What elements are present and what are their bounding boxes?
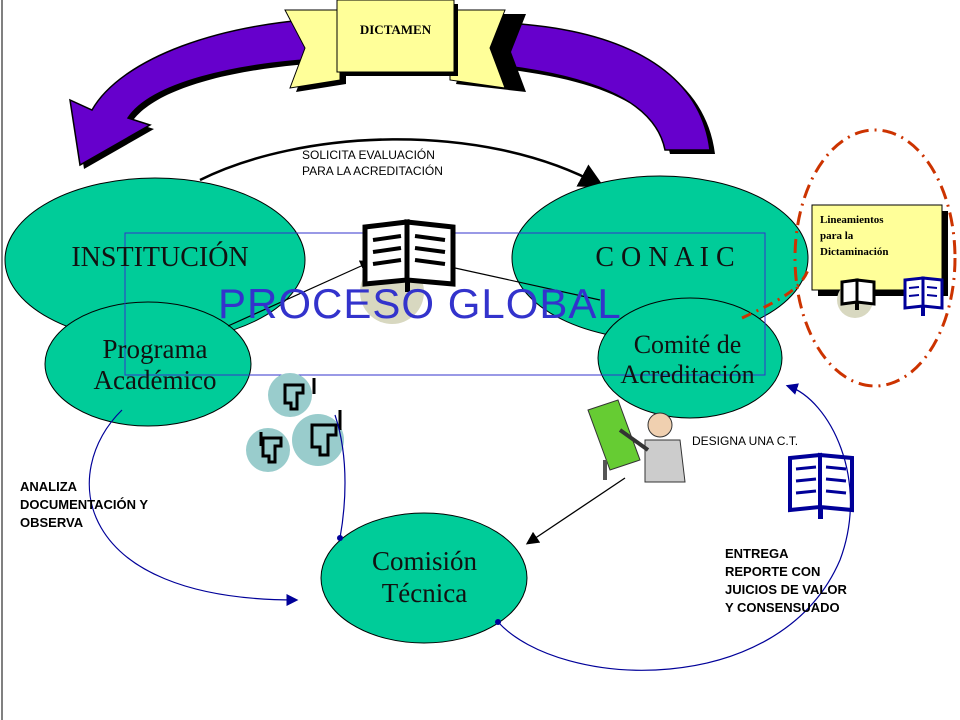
institucion-label: INSTITUCIÓN [71, 241, 249, 273]
programa-ellipse [44, 301, 252, 427]
lineamientos-document [811, 204, 948, 296]
report-book-icon [788, 452, 854, 519]
comision-ellipse [320, 512, 528, 644]
solicita-note: SOLICITA EVALUACIÓN PARA LA ACREDITACIÓN [302, 148, 443, 178]
conaic-label: C O N A I C [595, 241, 735, 273]
programa-label: Programa Académico [93, 333, 217, 395]
comite-ellipse [597, 297, 783, 419]
entrega-curve-arrow [497, 383, 851, 671]
entrega-note: ENTREGA REPORTE CON JUICIOS DE VALOR Y C… [725, 546, 847, 615]
designa-arrow [525, 477, 626, 545]
dictaminacion-dashed-circle [793, 128, 957, 388]
book-icon [362, 219, 456, 292]
dictamen-banner [284, 0, 526, 92]
right-purple-arrow [467, 21, 715, 154]
institucion-to-book-line [227, 260, 373, 327]
comite-label: Comité de Acreditación [620, 329, 755, 389]
dictamen-label: DICTAMEN [359, 22, 432, 37]
small-book-icon [837, 278, 876, 318]
dashed-connector [741, 269, 810, 320]
designa-note: DESIGNA UNA C.T. [692, 434, 799, 448]
comision-label: Comisión Técnica [371, 546, 478, 608]
reading-people-icon [246, 373, 344, 472]
book-to-conaic-line [454, 267, 601, 301]
analiza-note: ANALIZA DOCUMENTACIÓN Y OBSERVA [20, 479, 149, 530]
page-title: PROCESO GLOBAL [218, 280, 622, 327]
left-purple-arrow [69, 17, 349, 169]
analiza-curve-arrow [88, 409, 299, 606]
person-at-board-icon [587, 399, 686, 483]
solicita-arrow [199, 138, 605, 188]
lineamientos-label: Lineamientos para la Dictaminación [820, 214, 889, 258]
programa-to-comision-curve [334, 414, 346, 539]
small-blue-book-icon [903, 276, 944, 316]
